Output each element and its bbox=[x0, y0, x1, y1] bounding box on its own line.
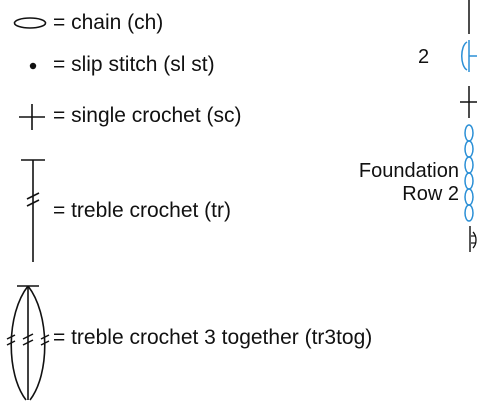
chart-fragment-lines bbox=[460, 0, 477, 252]
legend-label-chain: = chain (ch) bbox=[53, 11, 164, 34]
row-number-label: 2 bbox=[418, 46, 430, 68]
legend-label-single-crochet: = single crochet (sc) bbox=[53, 104, 242, 127]
foundation-label-line1: Foundation bbox=[358, 160, 459, 182]
legend-label-treble-crochet: = treble crochet (tr) bbox=[53, 199, 231, 222]
treble-crochet-icon bbox=[21, 159, 45, 262]
legend-label-slip-stitch: = slip stitch (sl st) bbox=[53, 53, 215, 76]
legend-label-tr3tog: = treble crochet 3 together (tr3tog) bbox=[53, 326, 373, 349]
foundation-label-line2: Row 2 bbox=[402, 183, 459, 205]
chain-icon bbox=[13, 17, 47, 29]
single-crochet-icon bbox=[19, 104, 45, 130]
treble-crochet-3-together-icon bbox=[6, 285, 50, 401]
slip-stitch-icon bbox=[29, 62, 37, 70]
